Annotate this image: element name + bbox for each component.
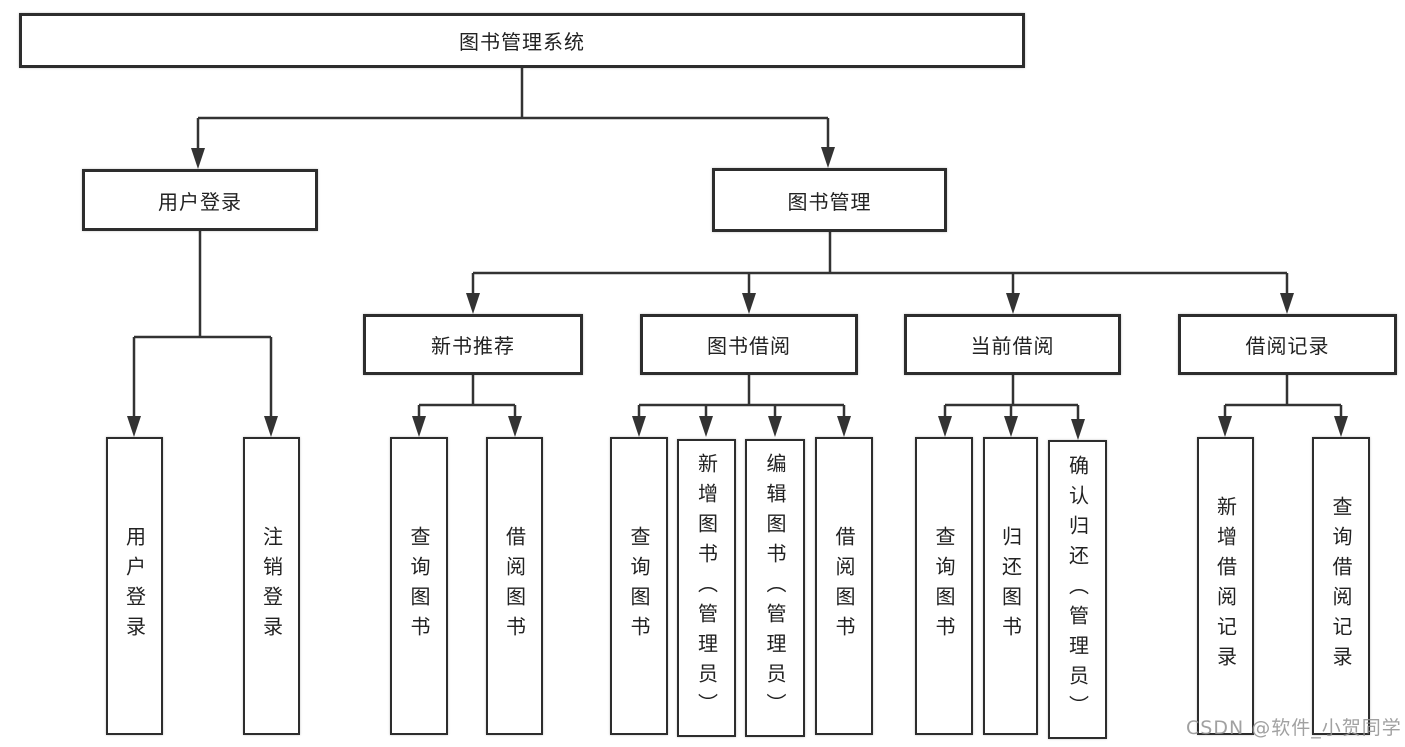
leaf-current-query-books-label: 查询图书 [932, 526, 956, 646]
leaf-records-query-borrow-record: 查询借阅记录 [1312, 437, 1370, 735]
leaf-records-add-borrow-record-label: 新增借阅记录 [1213, 496, 1238, 676]
leaf-recommend-borrow-books-label: 借阅图书 [502, 526, 527, 646]
node-book-management-label: 图书管理 [787, 189, 872, 214]
node-book-management: 图书管理 [712, 168, 947, 232]
leaf-borrow-query-books-label: 查询图书 [627, 526, 651, 646]
leaf-current-confirm-return-admin-label: 确认归还（管理员） [1065, 454, 1090, 725]
node-current-borrowing: 当前借阅 [904, 314, 1121, 375]
leaf-user-login-label: 用户登录 [122, 526, 147, 646]
node-root: 图书管理系统 [19, 13, 1025, 68]
leaf-borrow-borrow-books-label: 借阅图书 [832, 526, 856, 646]
node-borrowing-records: 借阅记录 [1178, 314, 1397, 375]
leaf-borrow-add-books-admin-label: 新增图书（管理员） [694, 453, 719, 723]
leaf-current-return-books-label: 归还图书 [998, 526, 1023, 646]
node-new-book-recommendation-label: 新书推荐 [431, 334, 515, 358]
leaf-borrow-add-books-admin: 新增图书（管理员） [677, 439, 736, 737]
leaf-recommend-query-books-label: 查询图书 [407, 526, 431, 646]
node-new-book-recommendation: 新书推荐 [363, 314, 583, 375]
leaf-current-query-books: 查询图书 [915, 437, 973, 735]
leaf-logout-login-label: 注销登录 [259, 526, 284, 646]
node-user-login: 用户登录 [82, 169, 318, 231]
leaf-recommend-borrow-books: 借阅图书 [486, 437, 543, 735]
leaf-records-add-borrow-record: 新增借阅记录 [1197, 437, 1254, 735]
node-root-label: 图书管理系统 [459, 30, 585, 54]
leaf-current-return-books: 归还图书 [983, 437, 1038, 735]
node-book-borrowing-label: 图书借阅 [707, 334, 791, 358]
leaf-logout-login: 注销登录 [243, 437, 300, 735]
leaf-borrow-edit-books-admin: 编辑图书（管理员） [745, 439, 805, 737]
leaf-borrow-query-books: 查询图书 [610, 437, 668, 735]
node-book-borrowing: 图书借阅 [640, 314, 858, 375]
leaf-current-confirm-return-admin: 确认归还（管理员） [1048, 440, 1107, 739]
leaf-records-query-borrow-record-label: 查询借阅记录 [1329, 496, 1353, 676]
csdn-watermark: CSDN @软件_小贺同学 [1186, 717, 1402, 739]
leaf-user-login: 用户登录 [106, 437, 163, 735]
node-borrowing-records-label: 借阅记录 [1245, 334, 1330, 358]
node-user-login-label: 用户登录 [158, 189, 242, 214]
node-current-borrowing-label: 当前借阅 [970, 334, 1055, 358]
leaf-recommend-query-books: 查询图书 [390, 437, 448, 735]
leaf-borrow-borrow-books: 借阅图书 [815, 437, 873, 735]
leaf-borrow-edit-books-admin-label: 编辑图书（管理员） [763, 453, 787, 723]
